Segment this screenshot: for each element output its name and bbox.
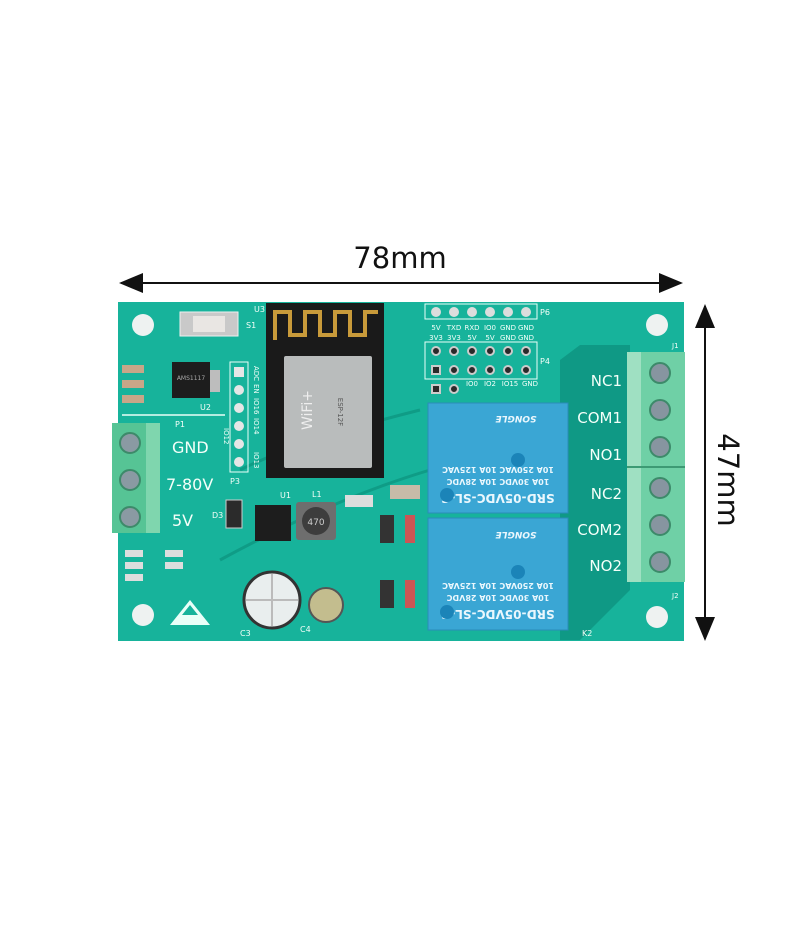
electrolytic-capacitor: C3	[240, 570, 302, 638]
mounting-hole	[646, 606, 668, 628]
svg-text:RXD: RXD	[464, 324, 479, 332]
svg-text:GND: GND	[518, 334, 534, 342]
relay-terminal-block: J1 J2 NC1 COM1 NO1 NC2 COM2 NO2	[577, 342, 685, 600]
svg-text:P4: P4	[540, 357, 550, 366]
svg-text:WiFi+: WiFi+	[300, 390, 316, 430]
svg-text:GND: GND	[500, 324, 516, 332]
svg-text:S1: S1	[246, 321, 256, 330]
terminal-label-nc1: NC1	[591, 372, 622, 390]
svg-text:U1: U1	[280, 491, 291, 500]
svg-text:J2: J2	[671, 592, 679, 600]
svg-text:SONGLE: SONGLE	[495, 413, 537, 423]
svg-text:IO0: IO0	[484, 324, 496, 332]
svg-text:10A 30VDC 10A 28VDC: 10A 30VDC 10A 28VDC	[447, 593, 550, 602]
svg-text:J1: J1	[671, 342, 679, 350]
svg-text:K2: K2	[582, 629, 592, 638]
terminal-label-vin: 7-80V	[166, 475, 213, 494]
header-p6: P6 5V TXD RXD IO0 GND GND	[424, 303, 550, 332]
power-terminal-block: P1 GND 7-80V 5V	[112, 420, 213, 533]
svg-text:EN: EN	[252, 384, 260, 394]
svg-text:SONGLE: SONGLE	[495, 529, 537, 539]
svg-text:P3: P3	[230, 477, 240, 486]
svg-text:10A 250VAC 10A 125VAC: 10A 250VAC 10A 125VAC	[442, 465, 554, 474]
svg-text:IO14: IO14	[252, 418, 260, 435]
terminal-label-com1: COM1	[577, 409, 622, 427]
svg-text:L1: L1	[312, 490, 322, 499]
svg-text:ADC: ADC	[252, 366, 260, 381]
inductor: 470 L1	[296, 490, 336, 540]
pcb-board	[118, 302, 684, 641]
svg-text:GND: GND	[522, 380, 538, 388]
header-p3: ADC EN IO16 IO14 IO12 IO13 P3	[222, 361, 260, 486]
svg-text:TXD: TXD	[446, 324, 461, 332]
terminal-label-nc2: NC2	[591, 485, 622, 503]
header-p4: 3V3 3V3 5V 5V GND GND P4 IO0 IO2 IO15 GN…	[424, 334, 550, 394]
svg-text:10A 250VAC 10A 125VAC: 10A 250VAC 10A 125VAC	[442, 581, 554, 590]
mounting-hole	[132, 314, 154, 336]
svg-text:U2: U2	[200, 403, 211, 412]
mounting-hole	[646, 314, 668, 336]
voltage-regulator: AMS1117 U2	[172, 362, 220, 412]
svg-text:AMS1117: AMS1117	[177, 375, 206, 382]
wifi-module: WiFi+ ESP-12F U3	[254, 303, 384, 478]
svg-text:IO16: IO16	[252, 398, 260, 415]
svg-text:SRD-05VDC-SL-C: SRD-05VDC-SL-C	[441, 607, 554, 621]
capacitor-c4: C4	[300, 587, 344, 634]
terminal-label-no2: NO2	[589, 557, 622, 575]
svg-text:5V: 5V	[485, 334, 494, 342]
svg-text:470: 470	[307, 518, 324, 528]
svg-text:P1: P1	[175, 420, 185, 429]
height-label: 47mm	[711, 433, 745, 526]
svg-text:ESP-12F: ESP-12F	[336, 398, 344, 426]
svg-text:3V3: 3V3	[429, 334, 443, 342]
svg-text:IO15: IO15	[502, 380, 518, 388]
svg-text:5V: 5V	[467, 334, 476, 342]
svg-text:GND: GND	[500, 334, 516, 342]
svg-text:D3: D3	[212, 511, 223, 520]
svg-text:IO0: IO0	[466, 380, 478, 388]
svg-text:3V3: 3V3	[447, 334, 461, 342]
mounting-hole	[132, 604, 154, 626]
svg-text:IO13: IO13	[252, 452, 260, 468]
svg-text:5V: 5V	[431, 324, 440, 332]
svg-text:U3: U3	[254, 305, 265, 314]
terminal-label-com2: COM2	[577, 521, 622, 539]
svg-text:C4: C4	[300, 625, 311, 634]
svg-text:SRD-05VDC-SL-C: SRD-05VDC-SL-C	[441, 491, 554, 505]
relay-k2: SRD-05VDC-SL-C 10A 30VDC 10A 28VDC 10A 2…	[427, 517, 592, 638]
buck-converter-ic: U1	[255, 491, 291, 541]
terminal-label-no1: NO1	[589, 446, 622, 464]
diode-d3: D3	[212, 499, 243, 529]
width-label: 78mm	[353, 241, 446, 275]
reset-button: S1	[179, 311, 256, 337]
svg-text:P6: P6	[540, 308, 550, 317]
terminal-label-gnd: GND	[172, 438, 209, 457]
svg-text:IO12: IO12	[222, 428, 230, 444]
svg-text:IO2: IO2	[484, 380, 496, 388]
svg-text:C3: C3	[240, 629, 251, 638]
svg-text:GND: GND	[518, 324, 534, 332]
relay-k1: SRD-05VDC-SL-C 10A 30VDC 10A 28VDC 10A 2…	[427, 402, 569, 514]
terminal-label-5v: 5V	[172, 511, 193, 530]
brand-logo	[170, 600, 210, 625]
svg-text:10A 30VDC 10A 28VDC: 10A 30VDC 10A 28VDC	[447, 477, 550, 486]
